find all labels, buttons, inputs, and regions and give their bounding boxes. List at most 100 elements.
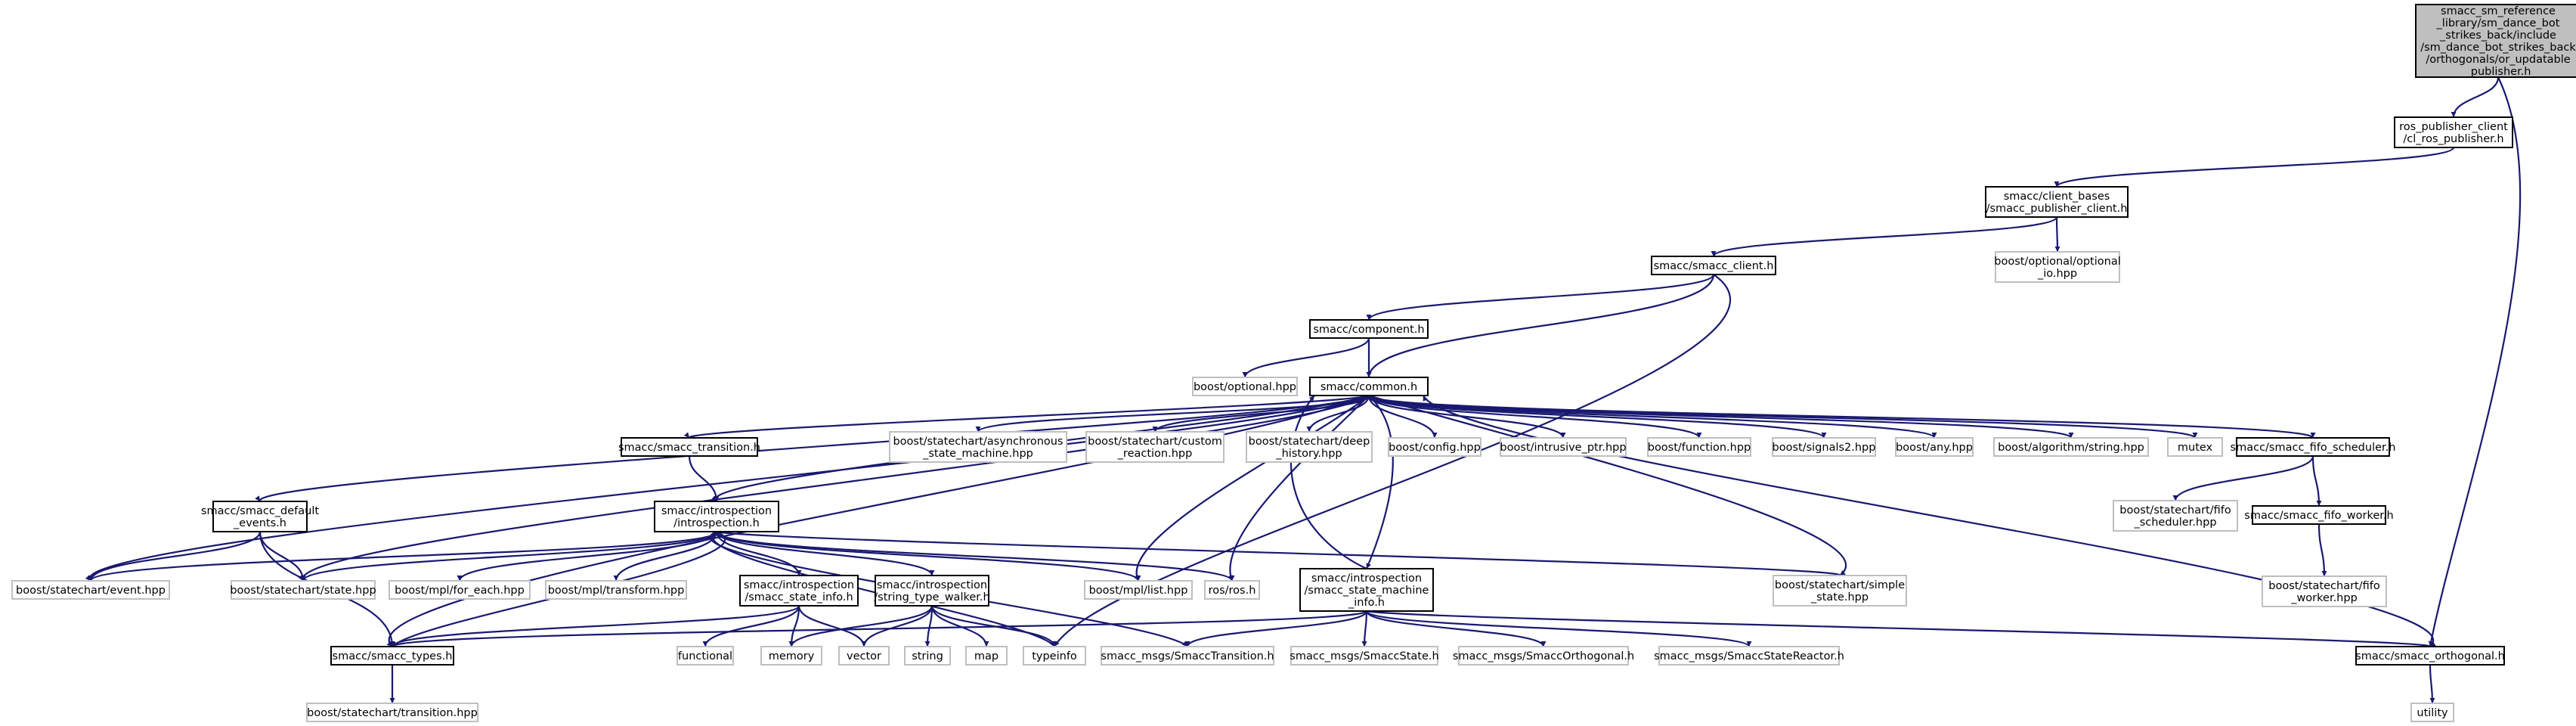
- node-label-line: _strikes_back/include: [2439, 29, 2556, 42]
- node-label-line: boost/statechart/asynchronous: [893, 436, 1063, 448]
- node-smacc-client-bases-smacc-publisher-client-h[interactable]: smacc/client_bases/smacc_publisher_clien…: [1985, 186, 2129, 218]
- node-utility: utility: [2410, 703, 2454, 722]
- node-label-line: memory: [769, 650, 815, 662]
- node-box: [306, 703, 478, 722]
- edge-common-to-custom: [1152, 395, 1370, 433]
- node-box: [231, 580, 376, 600]
- node-boost-statechart-event-hpp: boost/statechart/event.hpp: [11, 580, 170, 600]
- node-boost-statechart-transition-hpp: boost/statechart/transition.hpp: [306, 703, 478, 722]
- node-label-line: smacc/smacc_fifo_worker.h: [2244, 510, 2393, 522]
- node-box: [739, 575, 859, 607]
- node-label-line: boost/statechart/deep: [1249, 436, 1370, 448]
- node-smacc-common-h[interactable]: smacc/common.h: [1309, 377, 1429, 396]
- node-box: [1204, 580, 1260, 600]
- node-smacc-msgs-smaccstate-h: smacc_msgs/SmaccState.h: [1290, 646, 1439, 666]
- node-label-line: smacc/introspection: [744, 579, 854, 591]
- node-box: [1309, 377, 1429, 396]
- node-label-line: smacc/introspection: [877, 579, 987, 591]
- node-boost-statechart-fifo-worker-hpp: boost/statechart/fifo_worker.hpp: [2262, 576, 2387, 607]
- node-map: map: [965, 646, 1008, 666]
- node-smacc-introspection-string-type-walker-h[interactable]: smacc/introspection/string_type_walker.h: [874, 575, 990, 607]
- node-ros-publisher-client-cl-ros-publisher-h[interactable]: ros_publisher_client/cl_ros_publisher.h: [2394, 116, 2513, 148]
- edge-typewalker-to-string: [924, 605, 933, 647]
- node-smacc-smacc-default-events-h[interactable]: smacc/smacc_default_events.h: [201, 501, 319, 532]
- node-boost-optional-optional-io-hpp: boost/optional/optional_io.hpp: [1994, 251, 2121, 283]
- edge-introspection-to-typewalker: [715, 531, 935, 576]
- node-label-line: boost/mpl/for_each.hpp: [395, 585, 525, 597]
- edge-introspection-to-simple: [716, 530, 1846, 577]
- node-smacc-smacc-transition-h[interactable]: smacc/smacc_transition.h: [618, 437, 760, 457]
- node-box: [1647, 437, 1751, 457]
- node-label-line: boost/optional/optional: [1994, 256, 2121, 268]
- node-smacc-introspection-smacc-state-info-h[interactable]: smacc/introspection/smacc_state_info.h: [739, 575, 859, 607]
- node-label-line: smacc/smacc_fifo_scheduler.h: [2231, 442, 2396, 454]
- node-label-line: boost/function.hpp: [1648, 442, 1751, 454]
- node-box: [621, 437, 758, 457]
- node-box: [1101, 646, 1274, 666]
- node-label-line: boost/statechart/state.hpp: [230, 585, 376, 597]
- edge-common-to-deep: [1306, 395, 1370, 433]
- node-smacc-smacc-fifo-scheduler-h[interactable]: smacc/smacc_fifo_scheduler.h: [2231, 437, 2396, 457]
- node-boost-config-hpp: boost/config.hpp: [1388, 437, 1482, 457]
- edge-common-to-defev: [255, 395, 1370, 502]
- node-box: [654, 501, 779, 532]
- node-smacc-smacc-types-h[interactable]: smacc/smacc_types.h: [330, 646, 454, 666]
- node-smacc-introspection-smacc-state-machine-info-h[interactable]: smacc/introspection/smacc_state_machine_…: [1299, 568, 1434, 612]
- node-smacc-introspection-introspection-h[interactable]: smacc/introspection/introspection.h: [654, 501, 779, 532]
- node-smacc-smacc-fifo-worker-h[interactable]: smacc/smacc_fifo_worker.h: [2244, 505, 2394, 525]
- node-boost-statechart-custom-reaction-hpp: boost/statechart/custom_reaction.hpp: [1085, 431, 1225, 463]
- node-boost-statechart-fifo-scheduler-hpp: boost/statechart/fifo_scheduler.hpp: [2113, 500, 2238, 532]
- node-boost-statechart-deep-history-hpp: boost/statechart/deep_history.hpp: [1246, 431, 1373, 463]
- node-box: [1651, 256, 1776, 275]
- node-box: [1985, 186, 2129, 218]
- node-box: [1246, 431, 1373, 463]
- node-label-line: boost/optional.hpp: [1194, 381, 1296, 393]
- node-box: [875, 575, 989, 607]
- edge-transition-to-introspection: [688, 455, 720, 502]
- edge-smi-to-msgstate: [1361, 610, 1368, 647]
- node-boost-statechart-asynchronous-state-machine-hpp: boost/statechart/asynchronous_state_mach…: [889, 431, 1067, 463]
- node-box: [1023, 646, 1086, 666]
- edge-root-to-orthogonal: [2428, 76, 2522, 647]
- node-label-line: _scheduler.hpp: [2133, 517, 2216, 529]
- node-label-line: _io.hpp: [2037, 268, 2077, 280]
- edge-stateinfo-to-functional: [702, 605, 800, 647]
- node-smacc-smacc-client-h[interactable]: smacc/smacc_client.h: [1651, 256, 1776, 275]
- node-label-line: smacc_msgs/SmaccState.h: [1290, 650, 1438, 662]
- node-label-line: smacc/smacc_transition.h: [618, 442, 760, 454]
- node-box: [1084, 580, 1193, 600]
- edge-introspection-to-stateinfo: [715, 531, 802, 576]
- node-box: [2236, 437, 2390, 457]
- node-boost-signals2-hpp: boost/signals2.hpp: [1772, 437, 1876, 457]
- edge-smi-to-orthogonal: [1366, 610, 2436, 648]
- node-box: [2262, 576, 2387, 607]
- edge-defev-to-state: [259, 531, 306, 582]
- node-box: [545, 580, 687, 600]
- edge-common-to-transition: [683, 394, 1370, 439]
- node-box: [2410, 703, 2454, 722]
- node-label-line: /smacc_state_info.h: [745, 591, 853, 603]
- node-label-line: smacc/common.h: [1321, 381, 1417, 393]
- edge-rpc-to-spc: [2054, 146, 2455, 188]
- node-label-line: string: [912, 650, 943, 662]
- edge-common-to-types: [386, 394, 1370, 647]
- node-label-line: boost/signals2.hpp: [1773, 442, 1876, 454]
- node-smacc-sm-reference-library-sm-dance-bot-strikes-back-include-sm-dance-bot-strikes-back-orthogonals-or-updatable-publisher-h[interactable]: smacc_sm_reference_library/sm_dance_bot_…: [2415, 4, 2576, 78]
- edge-common-to-rosh: [1228, 395, 1370, 582]
- node-label-line: boost/any.hpp: [1896, 442, 1973, 454]
- node-label-line: /orthogonals/or_updatable: [2426, 54, 2570, 66]
- node-smacc-smacc-orthogonal-h[interactable]: smacc/smacc_orthogonal.h: [2355, 646, 2505, 666]
- edge-smi-to-msgreact: [1365, 610, 1752, 648]
- node-boost-statechart-state-hpp: boost/statechart/state.hpp: [230, 580, 376, 600]
- edge-spc-to-client: [1711, 216, 2058, 258]
- node-label-line: smacc/smacc_client.h: [1654, 260, 1774, 272]
- node-smacc-component-h[interactable]: smacc/component.h: [1309, 319, 1429, 339]
- node-box: [1995, 251, 2120, 283]
- edge-introspection-to-event: [88, 530, 718, 582]
- node-box: [1772, 437, 1876, 457]
- edge-fifosched-to-fifoworker: [2311, 455, 2322, 507]
- node-boost-mpl-transform-hpp: boost/mpl/transform.hpp: [545, 580, 687, 600]
- node-box: [904, 646, 951, 666]
- node-box: [838, 646, 890, 666]
